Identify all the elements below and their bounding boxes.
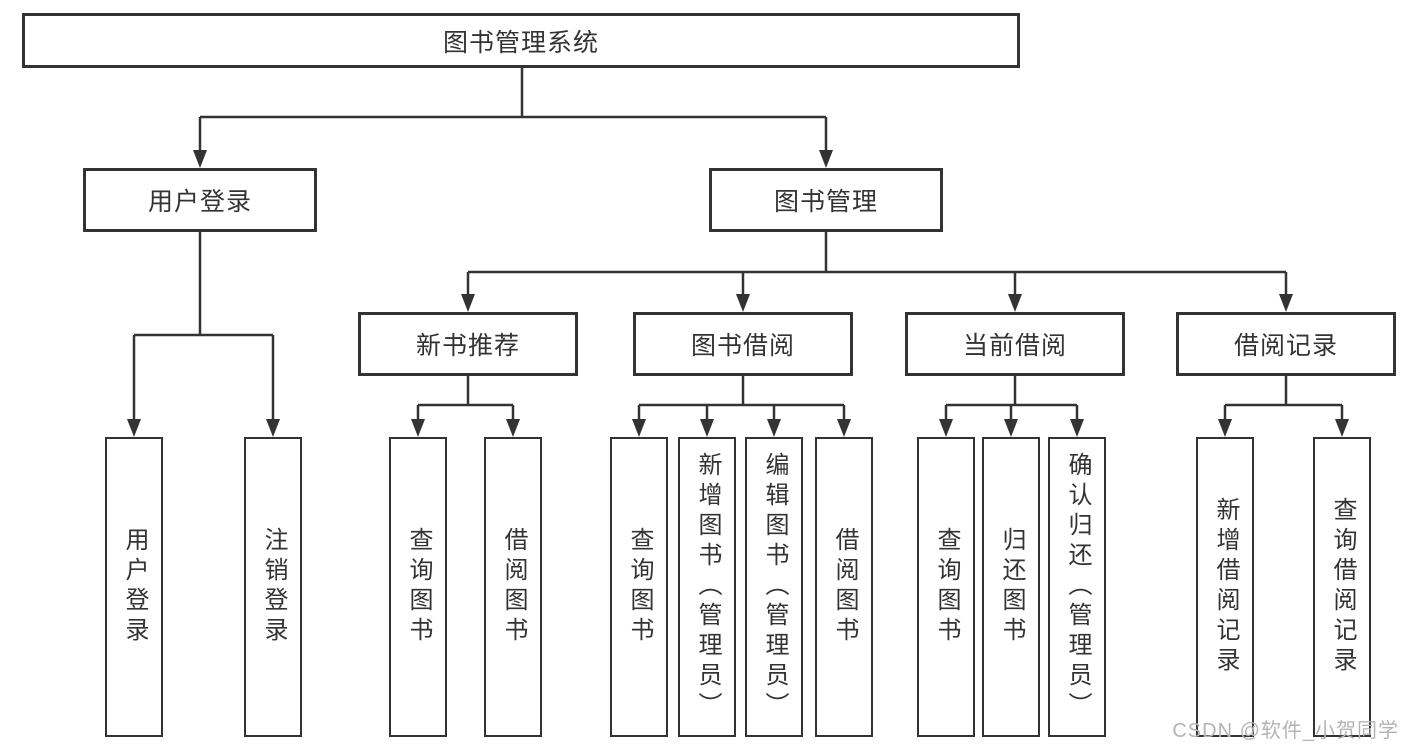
leaf-label: 查询图书 xyxy=(626,527,653,647)
leaf-label: 确认归还（管理员） xyxy=(1064,452,1091,722)
leaf-label: 用户登录 xyxy=(121,527,148,647)
leaf-user-login: 用户登录 xyxy=(105,437,163,737)
leaf-label: 注销登录 xyxy=(260,527,287,647)
node-label: 图书管理系统 xyxy=(442,28,599,57)
leaf-add-books-admin: 新增图书（管理员） xyxy=(678,437,736,737)
node-label: 图书管理 xyxy=(773,188,878,216)
leaf-label: 查询图书 xyxy=(933,527,960,647)
leaf-label: 新增图书（管理员） xyxy=(694,452,721,722)
leaf-label: 归还图书 xyxy=(998,527,1025,647)
node-borrowing-records: 借阅记录 xyxy=(1176,312,1396,376)
leaf-label: 借阅图书 xyxy=(831,527,858,647)
leaf-label: 借阅图书 xyxy=(500,527,527,647)
leaf-add-borrow-record: 新增借阅记录 xyxy=(1196,437,1254,737)
node-user-login: 用户登录 xyxy=(83,168,317,232)
leaf-query-borrow-record: 查询借阅记录 xyxy=(1313,437,1371,737)
leaf-return-books: 归还图书 xyxy=(982,437,1040,737)
node-label: 当前借阅 xyxy=(962,332,1067,360)
node-label: 用户登录 xyxy=(147,188,252,216)
leaf-query-books-recommend: 查询图书 xyxy=(389,437,447,737)
node-label: 借阅记录 xyxy=(1233,332,1338,360)
leaf-confirm-return-admin: 确认归还（管理员） xyxy=(1048,437,1106,737)
leaf-logout: 注销登录 xyxy=(244,437,302,737)
leaf-label: 编辑图书（管理员） xyxy=(761,452,788,722)
leaf-edit-books-admin: 编辑图书（管理员） xyxy=(745,437,803,737)
arrowhead-icons xyxy=(127,150,1349,437)
leaf-query-books-borrowing: 查询图书 xyxy=(610,437,668,737)
node-current-borrowing: 当前借阅 xyxy=(905,312,1125,376)
node-label: 图书借阅 xyxy=(690,332,795,360)
node-library-management-system: 图书管理系统 xyxy=(22,13,1020,68)
node-book-management: 图书管理 xyxy=(709,168,943,232)
node-book-borrowing: 图书借阅 xyxy=(633,312,853,376)
leaf-label: 查询图书 xyxy=(405,527,432,647)
node-label: 新书推荐 xyxy=(415,332,520,360)
leaf-borrow-books-recommend: 借阅图书 xyxy=(484,437,542,737)
leaf-label: 查询借阅记录 xyxy=(1329,497,1356,677)
leaf-borrow-books-borrowing: 借阅图书 xyxy=(815,437,873,737)
node-new-book-recommendation: 新书推荐 xyxy=(358,312,578,376)
csdn-watermark: CSDN @软件_小贺同学 xyxy=(1172,720,1399,742)
leaf-label: 新增借阅记录 xyxy=(1212,497,1239,677)
leaf-query-books-current: 查询图书 xyxy=(917,437,975,737)
